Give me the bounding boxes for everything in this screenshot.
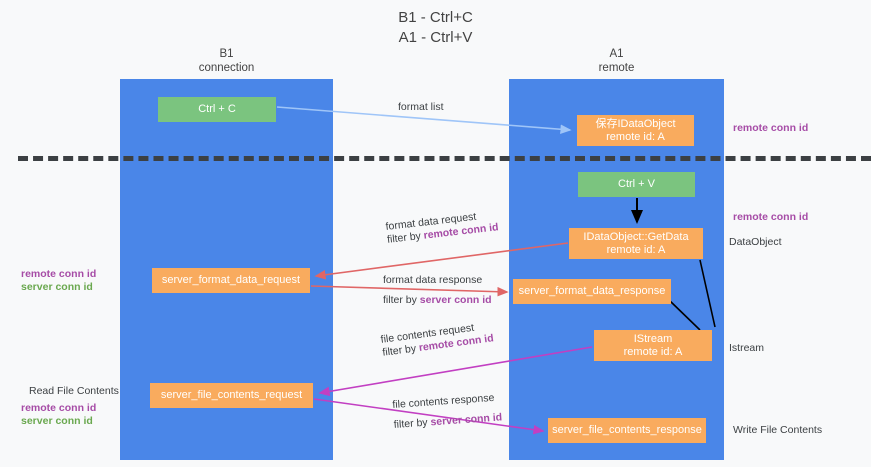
edge-label-format-list-text: format list bbox=[398, 101, 444, 113]
node-getdata-line1: IDataObject::GetData bbox=[583, 230, 689, 243]
node-server-file-contents-request-label: server_file_contents_request bbox=[160, 389, 303, 401]
annotation-dataobject: DataObject bbox=[729, 236, 782, 248]
filter-key-server-conn-id: server conn id bbox=[419, 294, 492, 306]
node-ctrl-c-label: Ctrl + C bbox=[198, 103, 236, 115]
node-save-idataobject-line2: remote id: A bbox=[606, 130, 665, 143]
edge-label-file-contents-request: file contents request filter by remote c… bbox=[380, 319, 494, 359]
phase-divider bbox=[18, 156, 871, 161]
node-server-format-data-request-label: server_format_data_request bbox=[161, 274, 301, 286]
edge-label-format-list: format list bbox=[398, 101, 444, 114]
node-save-idataobject[interactable]: 保存IDataObject remote id: A bbox=[577, 115, 694, 146]
edge-label-file-contents-response-filter: filter by server conn id bbox=[393, 411, 502, 432]
node-ctrl-v[interactable]: Ctrl + V bbox=[578, 172, 695, 197]
lane-a1-name: A1 bbox=[609, 48, 624, 60]
title-line-1: B1 - Ctrl+C bbox=[398, 9, 473, 26]
node-server-file-contents-response-label: server_file_contents_response bbox=[552, 424, 702, 436]
node-istream-line2: remote id: A bbox=[623, 345, 683, 358]
node-save-idataobject-line1: 保存IDataObject bbox=[595, 117, 676, 130]
node-idataobject-getdata[interactable]: IDataObject::GetData remote id: A bbox=[569, 228, 703, 259]
node-istream[interactable]: IStream remote id: A bbox=[594, 330, 712, 361]
annotation-istream: Istream bbox=[729, 342, 765, 354]
edge-label-format-data-response: format data response filter by server co… bbox=[383, 274, 492, 307]
lane-a1-role: remote bbox=[598, 61, 635, 74]
annotation-left-conn-ids-bottom: remote conn id server conn id bbox=[21, 402, 96, 428]
node-server-file-contents-request[interactable]: server_file_contents_request bbox=[150, 383, 313, 408]
title-line-2: A1 - Ctrl+V bbox=[398, 29, 473, 46]
edge-label-format-data-response-filter: filter by server conn id bbox=[383, 294, 492, 307]
annotation-remote-conn-id-left-bottom: remote conn id bbox=[21, 402, 97, 414]
filter-prefix: filter by bbox=[383, 294, 420, 306]
annotation-read-file-contents: Read File Contents bbox=[29, 385, 119, 397]
filter-prefix: filter by bbox=[393, 416, 431, 431]
node-server-format-data-response[interactable]: server_format_data_response bbox=[513, 279, 671, 304]
annotation-write-file-contents: Write File Contents bbox=[733, 424, 823, 436]
lane-header-a1: A1 remote bbox=[509, 48, 724, 75]
node-ctrl-c[interactable]: Ctrl + C bbox=[158, 97, 276, 122]
annotation-server-conn-id-left-bottom: server conn id bbox=[21, 415, 93, 427]
lane-b1-name: B1 bbox=[219, 48, 234, 60]
filter-key-server-conn-id: server conn id bbox=[430, 411, 503, 429]
node-istream-line1: IStream bbox=[633, 332, 673, 345]
node-server-file-contents-response[interactable]: server_file_contents_response bbox=[548, 418, 706, 443]
annotation-remote-conn-id-top: remote conn id bbox=[733, 122, 809, 134]
node-server-format-data-response-label: server_format_data_response bbox=[518, 285, 666, 297]
edge-label-format-data-response-text: format data response bbox=[383, 274, 483, 286]
annotation-left-conn-ids-mid: remote conn id server conn id bbox=[21, 268, 96, 294]
annotation-remote-conn-id-mid: remote conn id bbox=[733, 211, 809, 223]
edge-label-file-contents-response-text: file contents response bbox=[392, 391, 495, 411]
page-title: B1 - Ctrl+C A1 - Ctrl+V bbox=[0, 8, 871, 48]
node-ctrl-v-label: Ctrl + V bbox=[618, 178, 655, 190]
edge-label-file-contents-response: file contents response filter by server … bbox=[392, 391, 503, 431]
node-server-format-data-request[interactable]: server_format_data_request bbox=[152, 268, 310, 293]
annotation-server-conn-id-left-mid: server conn id bbox=[21, 281, 93, 293]
lane-header-b1: B1 connection bbox=[120, 48, 333, 75]
annotation-remote-conn-id-left-mid: remote conn id bbox=[21, 268, 97, 280]
lane-b1-role: connection bbox=[198, 61, 255, 74]
edge-label-format-data-request: format data request filter by remote con… bbox=[385, 208, 499, 247]
node-getdata-line2: remote id: A bbox=[606, 243, 666, 256]
